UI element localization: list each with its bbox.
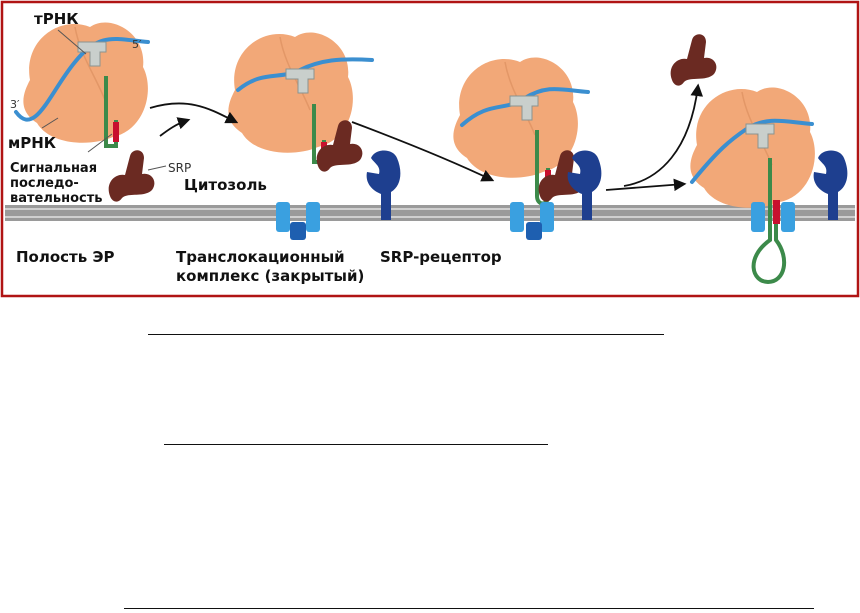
label-srp-receptor: SRP-рецептор xyxy=(380,248,502,266)
arrow-srp-release xyxy=(623,83,703,187)
answer-line-2 xyxy=(164,444,548,445)
arrow-stage-3-4 xyxy=(605,178,687,192)
translocon-plug xyxy=(290,222,306,240)
ribosome xyxy=(689,86,816,209)
label-er-lumen: Полость ЭР xyxy=(16,248,114,266)
answer-line-3 xyxy=(124,608,814,609)
label-five-prime: 5′ xyxy=(132,38,142,51)
signal-sequence xyxy=(773,200,780,224)
label-trna: тРНК xyxy=(34,10,79,28)
signal-pointer-line xyxy=(87,133,113,153)
er-membrane xyxy=(5,205,855,221)
label-mrna: мРНК xyxy=(8,134,57,152)
translocon-plug xyxy=(526,222,542,240)
stage-2 xyxy=(227,31,401,240)
srp-pointer-line xyxy=(147,165,167,171)
arrow-stage-1-2 xyxy=(149,102,239,124)
mrna-strand xyxy=(14,36,150,122)
stage-3 xyxy=(452,56,602,240)
label-signal-seq-1: Сигнальная xyxy=(10,161,97,176)
answer-line-1 xyxy=(148,334,664,335)
stage-4 xyxy=(670,34,848,285)
arrow-srp-binding xyxy=(159,117,191,137)
label-translocon-1: Транслокационный xyxy=(176,248,345,266)
label-srp: SRP xyxy=(168,161,191,175)
signal-sequence xyxy=(113,122,119,142)
trna-pointer-line xyxy=(57,29,87,55)
label-translocon-2: комплекс (закрытый) xyxy=(176,267,364,285)
stage-1 xyxy=(14,21,167,202)
label-signal-seq-3: вательность xyxy=(10,191,102,206)
mrna-pointer-line xyxy=(41,117,59,129)
label-three-prime: 3′ xyxy=(10,98,20,111)
nascent-peptide xyxy=(751,158,787,285)
ribosome xyxy=(227,31,354,154)
label-signal-seq-2: последо- xyxy=(10,176,79,191)
label-cytosol: Цитозоль xyxy=(184,176,267,194)
arrow-stage-2-3 xyxy=(351,121,495,182)
